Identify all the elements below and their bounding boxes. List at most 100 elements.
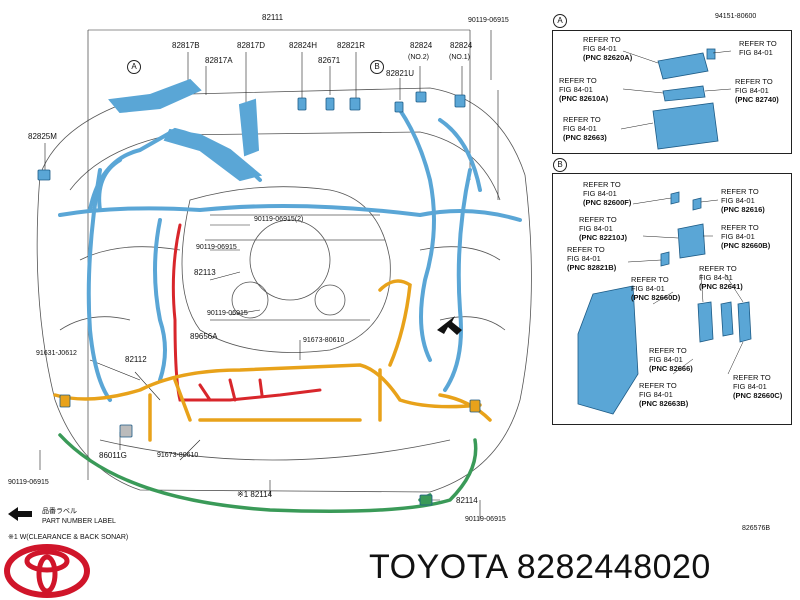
detail-b-parts (577, 191, 752, 415)
detail-a-ref-2: REFER TO FIG 84-01 (739, 39, 777, 57)
detail-b-ref-7: REFER TO FIG 84-01 (PNC 82641) (699, 264, 743, 291)
detail-a-ref-1: REFER TO FIG 84-01 (PNC 82620A) (583, 35, 632, 62)
label-90119-b: 90119-06915 (207, 310, 248, 317)
ref-line2: FIG 84-01 (563, 124, 597, 133)
connectors (37, 91, 481, 506)
ref-line1: REFER TO (583, 35, 621, 44)
ref-pnc: (PNC 82821B) (567, 263, 617, 272)
legend-note: ※1 W(CLEARANCE & BACK SONAR) (8, 534, 129, 541)
detail-a-part-no: 94151-80600 (715, 13, 757, 20)
red-harness (171, 223, 322, 402)
detail-b-ref-4: REFER TO FIG 84-01 (PNC 82660B) (721, 223, 770, 250)
detail-a-ref-4: REFER TO FIG 84-01 (PNC 82740) (735, 77, 779, 104)
detail-a-box: REFER TO FIG 84-01 (PNC 82620A) REFER TO… (552, 30, 792, 154)
ref-pnc: (PNC 82663B) (639, 399, 689, 408)
ref-pnc: (PNC 82641) (699, 282, 743, 291)
label-90119-bl: 90119-06915 (8, 479, 49, 486)
label-91673-80610-b: 91673-80610 (157, 452, 199, 459)
label-90119-2: 90119-06915(2) (254, 216, 304, 223)
label-82114-mid: ※1 82114 (237, 490, 273, 499)
detail-b-ref-10: REFER TO FIG 84-01 (PNC 82663B) (639, 381, 688, 408)
ref-line2: FIG 84-01 (649, 355, 683, 364)
brand-name: TOYOTA (369, 548, 507, 586)
ref-line2: FIG 84-01 (631, 284, 665, 293)
ref-line2: FIG 84-01 (567, 254, 601, 263)
detail-b-ref-8: REFER TO FIG 84-01 (PNC 82666) (649, 346, 693, 373)
ref-pnc: (PNC 82666) (649, 364, 693, 373)
detail-b-ref-1: REFER TO FIG 84-01 (PNC 82600F) (583, 180, 631, 207)
detail-b-ref-2: REFER TO FIG 84-01 (PNC 82616) (721, 187, 765, 214)
ref-line1: REFER TO (735, 77, 773, 86)
part-number: 8282448020 (516, 548, 711, 586)
label-82817D: 82817D (237, 41, 266, 50)
ref-pnc: (PNC 82620A) (583, 53, 633, 62)
callout-b: B (370, 60, 384, 74)
label-82824-no2: 82824 (410, 41, 433, 50)
ref-line1: REFER TO (721, 187, 759, 196)
ref-line2: FIG 84-01 (735, 86, 769, 95)
label-82817A: 82817A (205, 56, 233, 65)
ref-pnc: (PNC 82616) (721, 205, 765, 214)
ref-pnc: (PNC 82660B) (721, 241, 771, 250)
ref-line1: REFER TO (563, 115, 601, 124)
ref-line1: REFER TO (567, 245, 605, 254)
detail-b-ref-6: REFER TO FIG 84-01 (PNC 82660D) (631, 275, 680, 302)
ref-line1: REFER TO (559, 76, 597, 85)
ref-pnc: (PNC 82600F) (583, 198, 632, 207)
ref-line2: FIG 84-01 (639, 390, 673, 399)
label-82824H: 82824H (289, 41, 318, 50)
label-90119-br: 90119-06915 (465, 516, 506, 523)
ref-line1: REFER TO (631, 275, 669, 284)
label-82671: 82671 (318, 56, 341, 65)
ref-pnc: (PNC 82663) (563, 133, 607, 142)
ref-line1: REFER TO (579, 215, 617, 224)
label-82111: 82111 (262, 13, 284, 22)
ref-pnc: (PNC 82210J) (579, 233, 627, 242)
label-86011G: 86011G (99, 451, 127, 460)
ref-line2: FIG 84-01 (733, 382, 767, 391)
label-90119-a: 90119-06915 (196, 244, 237, 251)
ref-line2: FIG 84-01 (699, 273, 733, 282)
direction-arrow-icon (437, 316, 462, 335)
detail-b-tag: B (553, 158, 567, 172)
label-82821R: 82821R (337, 41, 366, 50)
ref-line1: REFER TO (583, 180, 621, 189)
label-90119-top: 90119-06915 (468, 17, 509, 24)
label-82824-no1: 82824 (450, 41, 473, 50)
diagram-number: 826576B (742, 525, 771, 532)
legend-en: PART NUMBER LABEL (42, 518, 116, 525)
detail-a-parts (620, 48, 732, 150)
detail-b-ref-3: REFER TO FIG 84-01 (PNC 82210J) (579, 215, 627, 242)
green-harness (58, 433, 478, 513)
ref-line2: FIG 84-01 (559, 85, 593, 94)
ref-pnc: (PNC 82610A) (559, 94, 609, 103)
ref-line1: REFER TO (649, 346, 687, 355)
ref-line2: FIG 84-01 (739, 48, 773, 57)
label-82113: 82113 (194, 268, 216, 277)
detail-b-ref-9: REFER TO FIG 84-01 (PNC 82660C) (733, 373, 782, 400)
toyota-logo (4, 544, 90, 598)
ref-line2: FIG 84-01 (579, 224, 613, 233)
detail-a-tag: A (553, 14, 567, 28)
label-82112: 82112 (125, 355, 147, 364)
label-91631: 91631-J0612 (36, 350, 77, 357)
detail-b-ref-5: REFER TO FIG 84-01 (PNC 82821B) (567, 245, 616, 272)
leader-lines (39, 29, 499, 520)
ref-line2: FIG 84-01 (583, 189, 617, 198)
label-91673-80610-a: 91673-80610 (303, 337, 345, 344)
detail-b-box: REFER TO FIG 84-01 (PNC 82600F) REFER TO… (552, 173, 792, 425)
ref-line1: REFER TO (733, 373, 771, 382)
orange-harness (53, 279, 492, 442)
label-82817B: 82817B (172, 41, 200, 50)
ref-line1: REFER TO (699, 264, 737, 273)
ref-line1: REFER TO (639, 381, 677, 390)
detail-a-ref-5: REFER TO FIG 84-01 (PNC 82663) (563, 115, 607, 142)
ref-line2: FIG 84-01 (583, 44, 617, 53)
legend-arrow-icon (8, 507, 32, 521)
detail-a-ref-3: REFER TO FIG 84-01 (PNC 82610A) (559, 76, 608, 103)
label-82825M: 82825M (28, 132, 57, 141)
engine-bay-outline (36, 87, 532, 493)
label-no1: (NO.1) (449, 54, 470, 61)
blue-harness (58, 78, 522, 402)
